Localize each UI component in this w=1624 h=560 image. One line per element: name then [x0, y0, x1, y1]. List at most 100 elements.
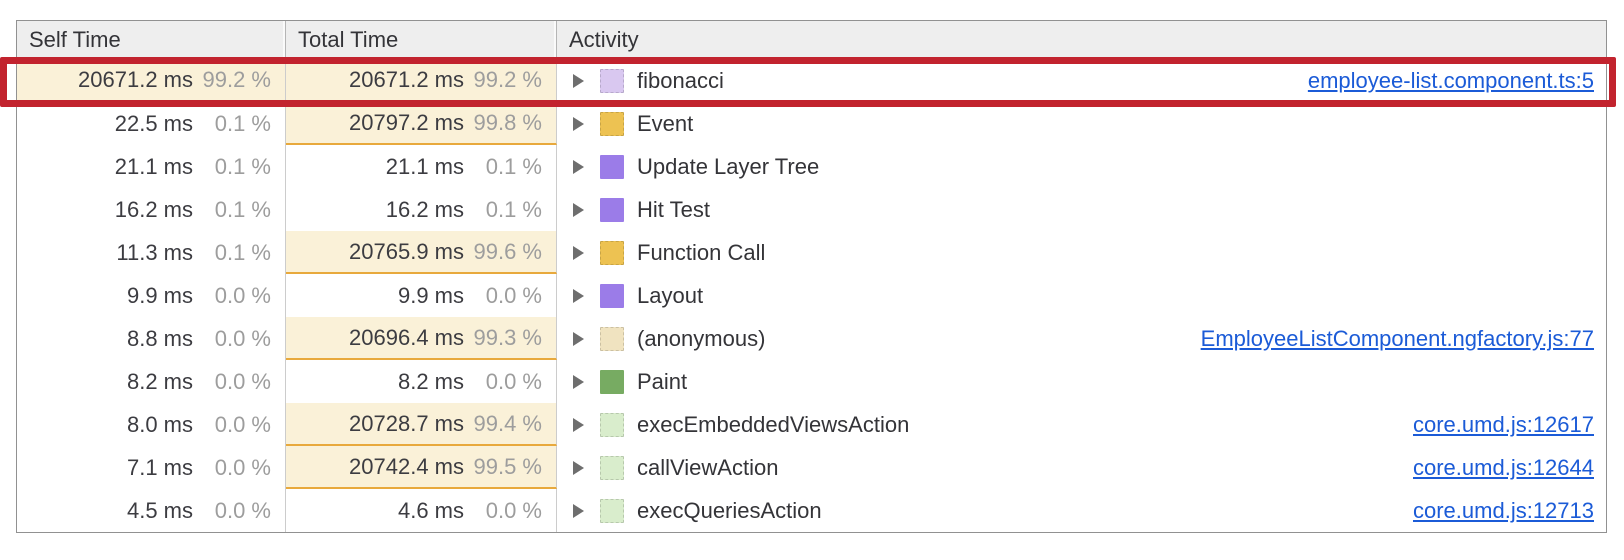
self-time-percent: 0.0 %: [214, 497, 271, 523]
total-time-cell: 16.2 ms 0.1 %: [286, 188, 557, 231]
self-time-value: 21.1 ms: [114, 153, 193, 179]
total-time-value: 8.2 ms: [397, 368, 464, 394]
activity-color-swatch: [600, 498, 624, 523]
expand-arrow-icon[interactable]: [573, 374, 584, 389]
source-location-link[interactable]: core.umd.js:12713: [1413, 497, 1594, 523]
self-time-cell: 16.2 ms 0.1 %: [17, 188, 286, 231]
total-time-percent: 0.1 %: [485, 196, 542, 222]
expand-arrow-icon[interactable]: [573, 245, 584, 260]
total-time-cell: 8.2 ms 0.0 %: [286, 360, 557, 403]
table-row[interactable]: 9.9 ms 0.0 % 9.9 ms 0.0 % Layout: [17, 274, 1606, 317]
self-time-value: 16.2 ms: [114, 196, 193, 222]
activity-label: callViewAction: [637, 454, 779, 480]
activity-cell: Hit Test: [557, 188, 1606, 231]
table-row[interactable]: 11.3 ms 0.1 % 20765.9 ms 99.6 % Function…: [17, 231, 1606, 274]
total-time-percent: 0.0 %: [485, 497, 542, 523]
activity-color-swatch: [600, 369, 624, 394]
self-time-value: 8.0 ms: [126, 411, 193, 437]
source-location-link[interactable]: core.umd.js:12644: [1413, 454, 1594, 480]
activity-color-swatch: [600, 240, 624, 265]
self-time-percent: 0.0 %: [214, 325, 271, 351]
total-time-cell: 20696.4 ms 99.3 %: [286, 317, 557, 360]
table-body: 20671.2 ms 99.2 % 20671.2 ms 99.2 % fibo…: [17, 59, 1606, 532]
self-time-cell: 22.5 ms 0.1 %: [17, 102, 286, 145]
self-time-cell: 8.2 ms 0.0 %: [17, 360, 286, 403]
table-header-row: Self Time Total Time Activity: [17, 21, 1606, 59]
total-time-value: 20728.7 ms: [349, 410, 464, 436]
total-time-value: 9.9 ms: [397, 282, 464, 308]
total-time-cell: 20671.2 ms 99.2 %: [286, 59, 557, 102]
activity-cell: fibonacci employee-list.component.ts:5: [557, 59, 1606, 102]
table-row[interactable]: 20671.2 ms 99.2 % 20671.2 ms 99.2 % fibo…: [17, 59, 1606, 102]
activity-color-swatch: [600, 68, 624, 93]
activity-color-swatch: [600, 326, 624, 351]
total-time-percent: 99.8 %: [473, 109, 543, 135]
total-time-percent: 0.0 %: [485, 368, 542, 394]
column-header-total-time[interactable]: Total Time: [286, 21, 557, 58]
self-time-percent: 0.0 %: [214, 282, 271, 308]
performance-call-tree-table: Self Time Total Time Activity 20671.2 ms…: [16, 20, 1607, 533]
activity-label: execQueriesAction: [637, 497, 822, 523]
total-time-value: 20696.4 ms: [349, 324, 464, 350]
table-row[interactable]: 16.2 ms 0.1 % 16.2 ms 0.1 % Hit Test: [17, 188, 1606, 231]
activity-cell: execEmbeddedViewsAction core.umd.js:1261…: [557, 403, 1606, 446]
activity-label: Event: [637, 110, 694, 136]
expand-arrow-icon[interactable]: [573, 288, 584, 303]
self-time-value: 20671.2 ms: [78, 66, 193, 92]
expand-arrow-icon[interactable]: [573, 116, 584, 131]
expand-arrow-icon[interactable]: [573, 331, 584, 346]
column-header-activity[interactable]: Activity: [557, 21, 1606, 58]
self-time-cell: 20671.2 ms 99.2 %: [17, 59, 286, 102]
activity-color-swatch: [600, 412, 624, 437]
total-time-percent: 99.4 %: [473, 410, 543, 436]
activity-cell: Update Layer Tree: [557, 145, 1606, 188]
expand-arrow-icon[interactable]: [573, 73, 584, 88]
total-time-percent: 99.5 %: [473, 453, 543, 479]
total-time-percent: 99.2 %: [473, 66, 543, 92]
source-location-link[interactable]: EmployeeListComponent.ngfactory.js:77: [1200, 325, 1594, 351]
self-time-value: 11.3 ms: [116, 239, 193, 265]
total-time-percent: 0.1 %: [485, 153, 542, 179]
expand-arrow-icon[interactable]: [573, 417, 584, 432]
total-time-value: 16.2 ms: [385, 196, 464, 222]
table-row[interactable]: 4.5 ms 0.0 % 4.6 ms 0.0 % execQueriesAct…: [17, 489, 1606, 532]
self-time-percent: 0.1 %: [214, 153, 271, 179]
self-time-value: 8.2 ms: [126, 368, 193, 394]
table-row[interactable]: 8.2 ms 0.0 % 8.2 ms 0.0 % Paint: [17, 360, 1606, 403]
source-location-link[interactable]: employee-list.component.ts:5: [1307, 67, 1594, 93]
activity-label: fibonacci: [637, 67, 724, 93]
expand-arrow-icon[interactable]: [573, 503, 584, 518]
activity-label: Paint: [637, 368, 688, 394]
self-time-value: 9.9 ms: [126, 282, 193, 308]
self-time-percent: 99.2 %: [202, 66, 272, 92]
self-time-percent: 0.0 %: [214, 454, 271, 480]
expand-arrow-icon[interactable]: [573, 159, 584, 174]
table-row[interactable]: 8.0 ms 0.0 % 20728.7 ms 99.4 % execEmbed…: [17, 403, 1606, 446]
total-time-percent: 99.6 %: [473, 238, 543, 264]
total-time-value: 20671.2 ms: [349, 66, 464, 92]
activity-label: Function Call: [637, 239, 766, 265]
activity-color-swatch: [600, 154, 624, 179]
activity-color-swatch: [600, 283, 624, 308]
table-row[interactable]: 21.1 ms 0.1 % 21.1 ms 0.1 % Update Layer…: [17, 145, 1606, 188]
activity-color-swatch: [600, 111, 624, 136]
self-time-percent: 0.1 %: [214, 110, 271, 136]
table-row[interactable]: 22.5 ms 0.1 % 20797.2 ms 99.8 % Event: [17, 102, 1606, 145]
expand-arrow-icon[interactable]: [573, 202, 584, 217]
expand-arrow-icon[interactable]: [573, 460, 584, 475]
self-time-percent: 0.0 %: [214, 411, 271, 437]
activity-color-swatch: [600, 197, 624, 222]
table-row[interactable]: 7.1 ms 0.0 % 20742.4 ms 99.5 % callViewA…: [17, 446, 1606, 489]
table-row[interactable]: 8.8 ms 0.0 % 20696.4 ms 99.3 % (anonymou…: [17, 317, 1606, 360]
activity-label: Update Layer Tree: [637, 153, 820, 179]
column-header-self-time[interactable]: Self Time: [17, 21, 286, 58]
activity-cell: Layout: [557, 274, 1606, 317]
activity-cell: (anonymous) EmployeeListComponent.ngfact…: [557, 317, 1606, 360]
total-time-percent: 0.0 %: [485, 282, 542, 308]
self-time-percent: 0.1 %: [214, 239, 271, 265]
self-time-value: 7.1 ms: [126, 454, 193, 480]
source-location-link[interactable]: core.umd.js:12617: [1413, 411, 1594, 437]
self-time-value: 8.8 ms: [126, 325, 193, 351]
total-time-cell: 20797.2 ms 99.8 %: [286, 102, 557, 145]
total-time-value: 20797.2 ms: [349, 109, 464, 135]
